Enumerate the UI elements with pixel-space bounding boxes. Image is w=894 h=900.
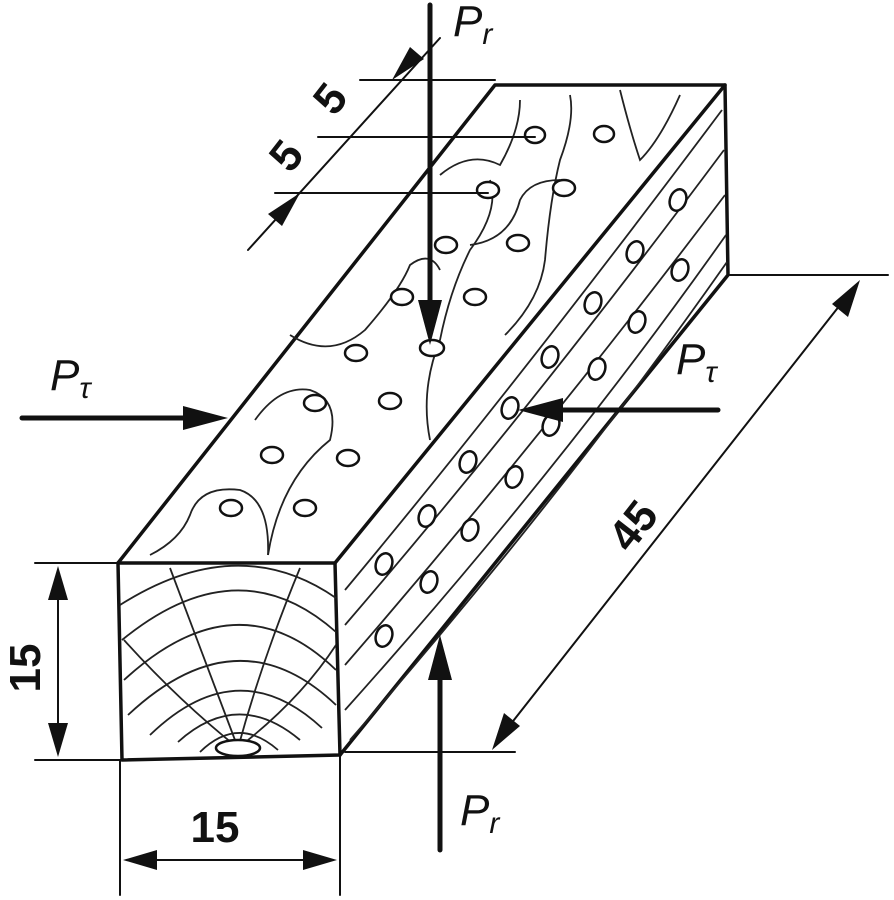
force-tangential-left: Pτ <box>19 351 228 430</box>
height-label: 15 <box>1 644 50 693</box>
force-radial-top-label: Pr <box>453 0 493 51</box>
dimension-width: 15 <box>119 754 341 896</box>
spacing-label-first: 5 <box>260 131 314 180</box>
spacing-label-second: 5 <box>304 74 358 123</box>
dimension-height: 15 <box>1 562 123 761</box>
force-radial-top: Pr <box>418 0 493 345</box>
side-face-outline <box>338 83 730 757</box>
force-tangential-right-label: Pτ <box>676 335 718 389</box>
side-face-grain <box>344 109 728 741</box>
force-radial-bottom-label: Pr <box>460 786 500 840</box>
top-face-outline <box>116 83 727 565</box>
force-radial-bottom: Pr <box>428 635 500 853</box>
side-face-holes <box>374 188 690 648</box>
force-tangential-left-label: Pτ <box>50 351 92 405</box>
width-label: 15 <box>191 803 240 852</box>
length-label: 45 <box>599 492 668 561</box>
top-face-grain <box>149 89 681 556</box>
top-face-holes <box>218 124 616 518</box>
force-tangential-right: Pτ <box>518 335 721 422</box>
end-grain-rings <box>119 564 337 758</box>
